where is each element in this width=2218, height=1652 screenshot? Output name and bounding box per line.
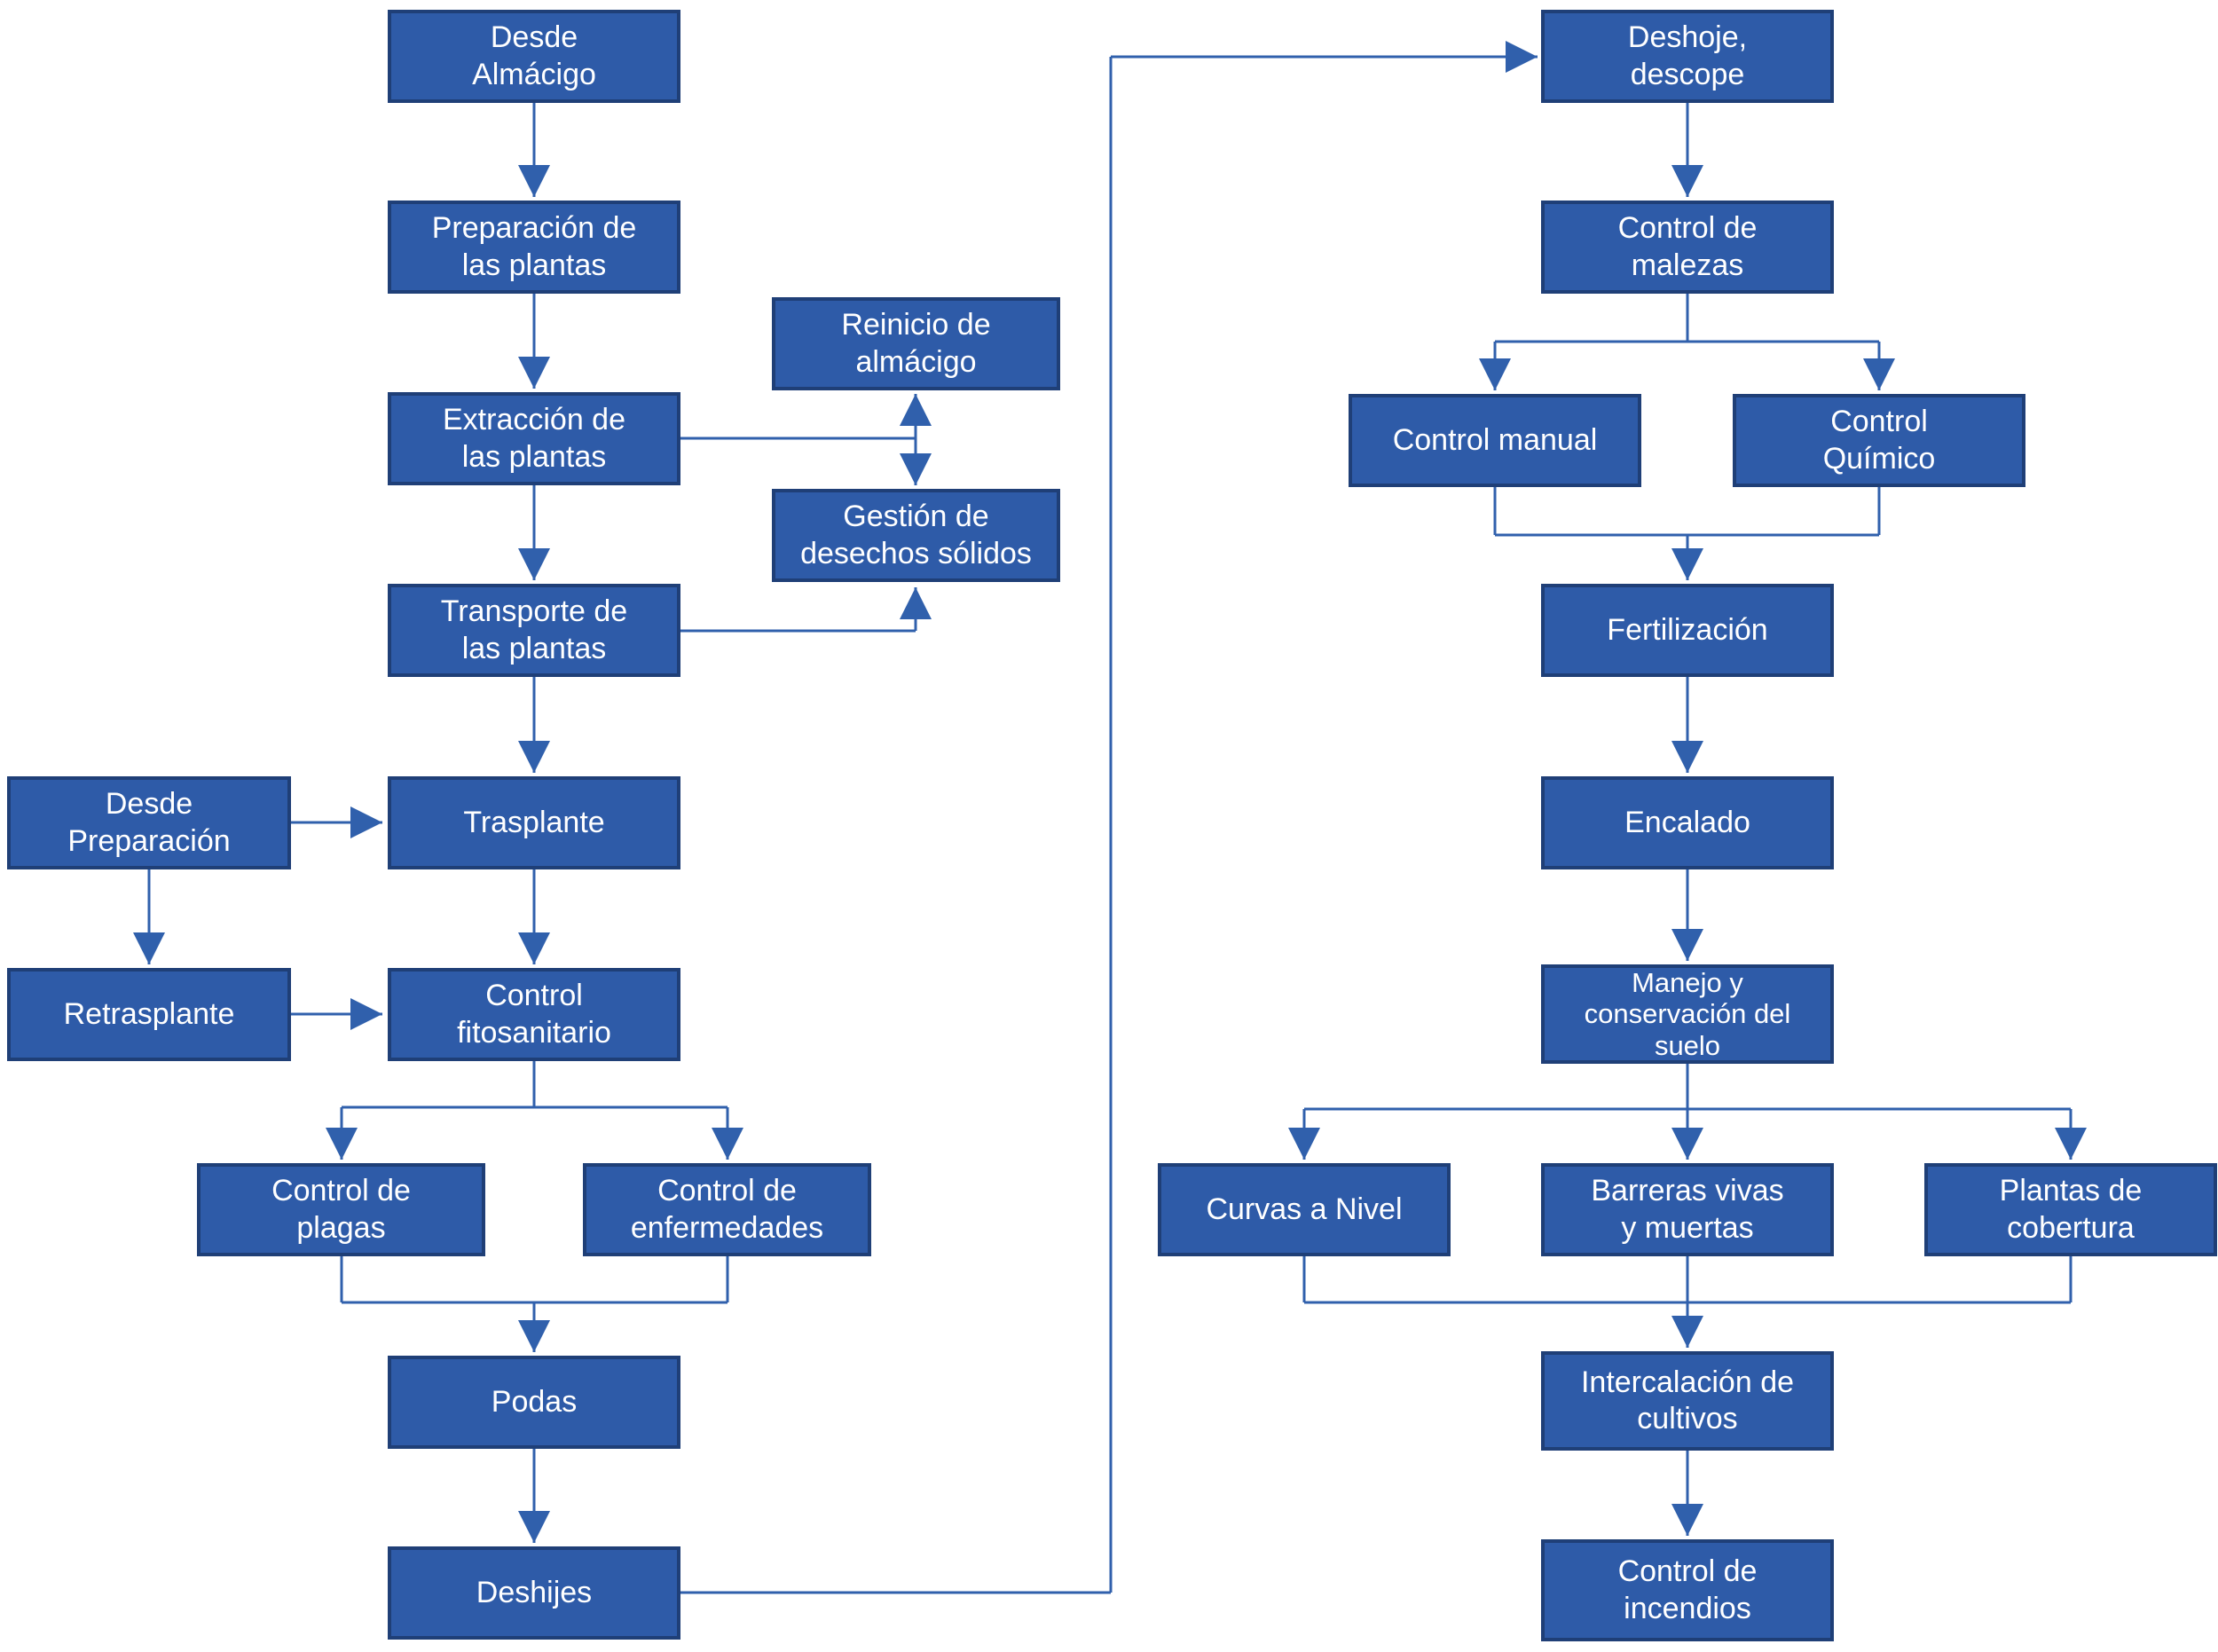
node-podas: Podas — [388, 1356, 680, 1449]
node-deshijes: Deshijes — [388, 1546, 680, 1640]
node-reinicio-almacigo: Reinicio de almácigo — [772, 297, 1060, 390]
node-desde-almacigo: Desde Almácigo — [388, 10, 680, 103]
node-plantas-cobertura: Plantas de cobertura — [1924, 1163, 2217, 1256]
node-extraccion-plantas: Extracción de las plantas — [388, 392, 680, 485]
node-control-manual: Control manual — [1349, 394, 1641, 487]
node-deshoje-descope: Deshoje, descope — [1541, 10, 1834, 103]
node-gestion-desechos: Gestión de desechos sólidos — [772, 489, 1060, 582]
node-intercalacion-cultivos: Intercalación de cultivos — [1541, 1351, 1834, 1451]
node-trasplante: Trasplante — [388, 776, 680, 869]
node-control-incendios: Control de incendios — [1541, 1539, 1834, 1641]
node-control-fitosanitario: Control fitosanitario — [388, 968, 680, 1061]
node-preparacion-plantas: Preparación de las plantas — [388, 201, 680, 294]
node-curvas-a-nivel: Curvas a Nivel — [1158, 1163, 1451, 1256]
node-control-malezas: Control de malezas — [1541, 201, 1834, 294]
node-retrasplante: Retrasplante — [7, 968, 291, 1061]
node-desde-preparacion: Desde Preparación — [7, 776, 291, 869]
node-encalado: Encalado — [1541, 776, 1834, 869]
node-control-quimico: Control Químico — [1733, 394, 2025, 487]
node-manejo-conservacion-suelo: Manejo y conservación del suelo — [1541, 964, 1834, 1064]
node-control-plagas: Control de plagas — [197, 1163, 485, 1256]
node-barreras-vivas-muertas: Barreras vivas y muertas — [1541, 1163, 1834, 1256]
node-transporte-plantas: Transporte de las plantas — [388, 584, 680, 677]
node-fertilizacion: Fertilización — [1541, 584, 1834, 677]
node-control-enfermedades: Control de enfermedades — [583, 1163, 871, 1256]
